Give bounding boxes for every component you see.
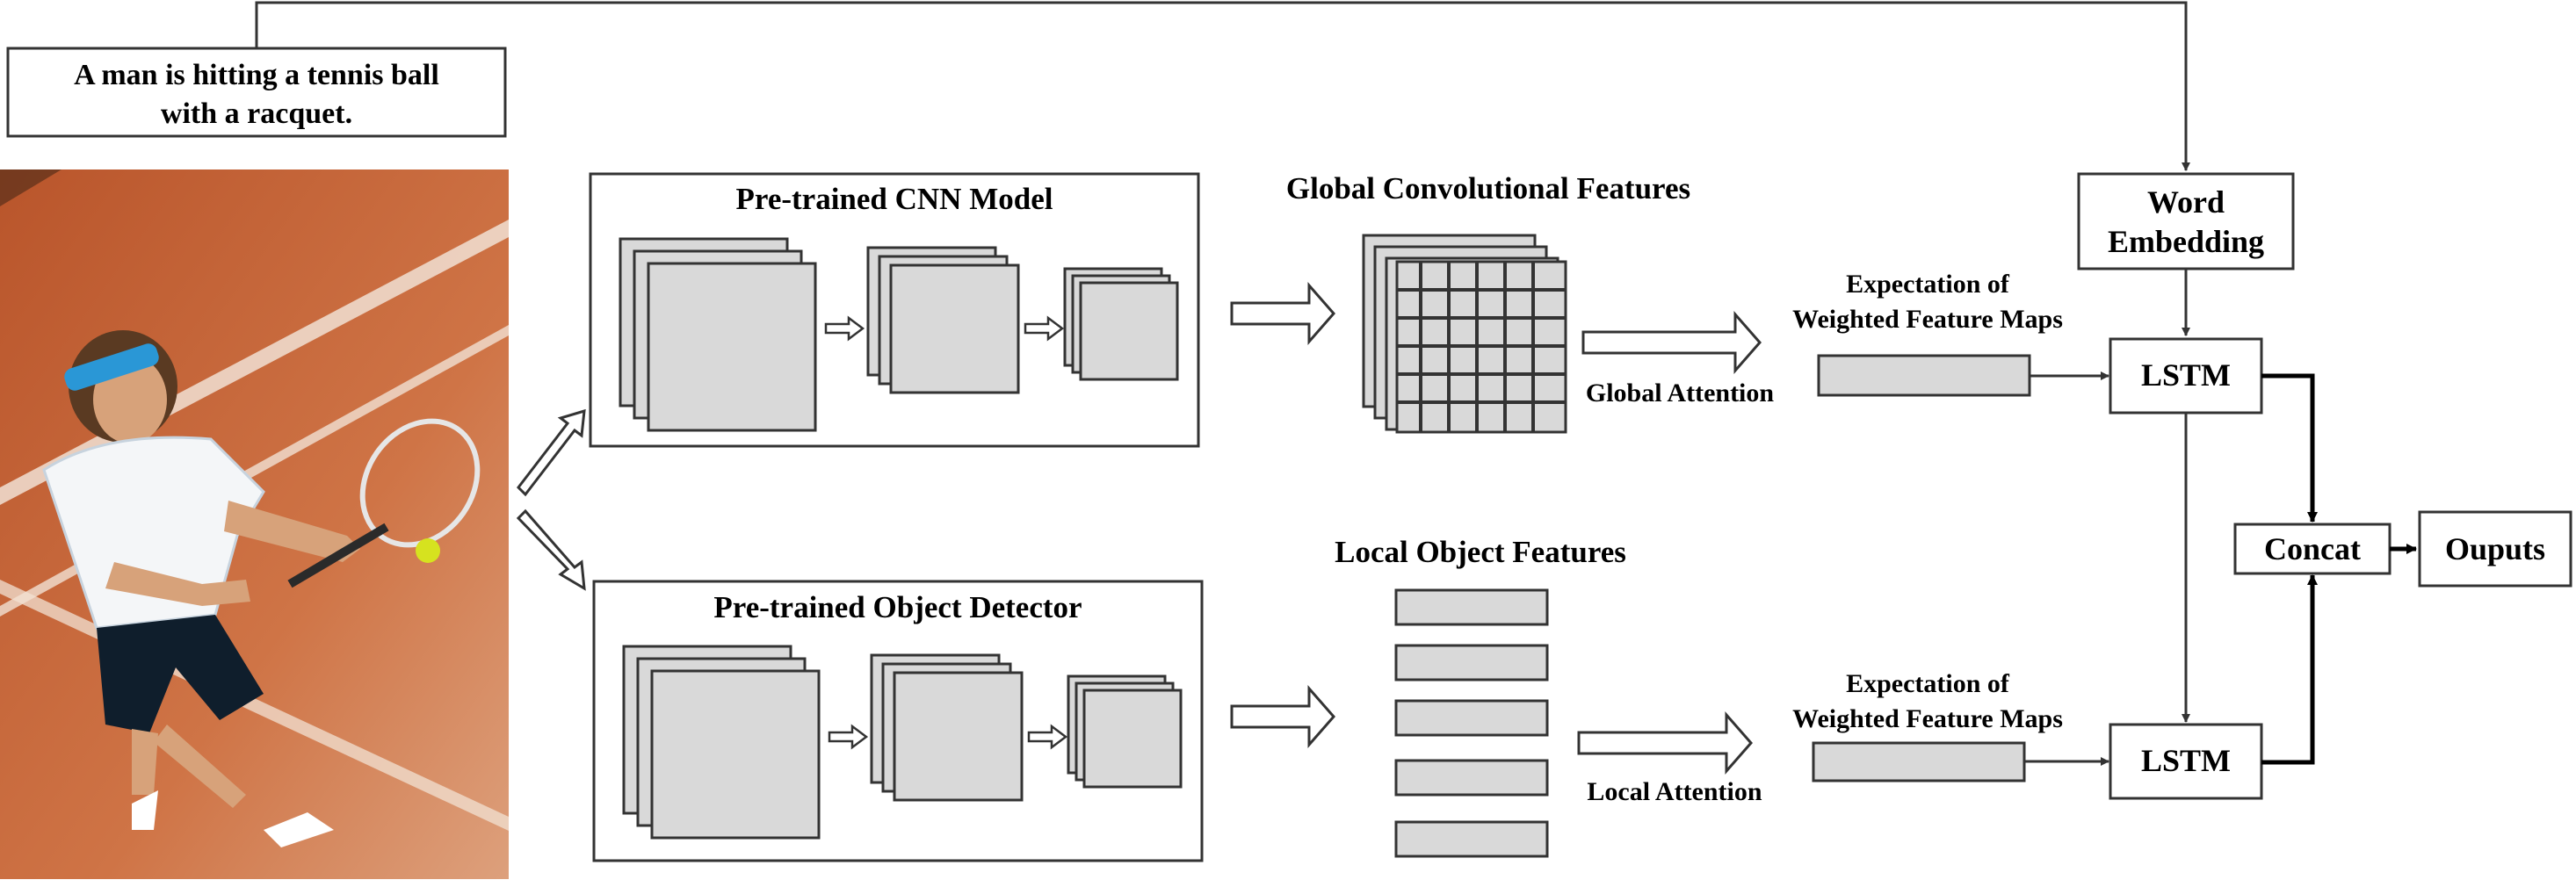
expectation-bottom-line-2: Weighted Feature Maps	[1792, 704, 2063, 733]
outputs-label: Ouputs	[2445, 531, 2545, 566]
local-feature-vectors	[1394, 588, 1549, 858]
lstm-top-to-concat-arrow	[2261, 373, 2318, 523]
local-feature-vector	[1394, 644, 1549, 681]
split-arrows	[516, 408, 586, 591]
word-embedding-box: Word Embedding	[2077, 172, 2295, 270]
local-feature-vector	[1394, 588, 1549, 626]
local-attention-label: Local Attention	[1587, 777, 1762, 806]
object-detector-box: Pre-trained Object Detector	[592, 580, 1204, 862]
local-features-title: Local Object Features	[1335, 535, 1626, 569]
global-feature-grid	[1362, 234, 1567, 434]
global-attention-label: Global Attention	[1586, 379, 1775, 407]
outputs-box: Ouputs	[2418, 510, 2572, 588]
local-feature-vector	[1394, 820, 1549, 858]
lstm-top-label: LSTM	[2141, 357, 2231, 393]
global-expectation-vector	[1817, 354, 2031, 397]
player-shorts	[97, 615, 264, 733]
word-embedding-line-1: Word	[2147, 184, 2225, 220]
caption-line-1: A man is hitting a tennis ball	[74, 59, 439, 91]
concat-label: Concat	[2264, 531, 2361, 566]
tennis-photo	[0, 169, 509, 879]
cnn-to-global-features-arrow	[1230, 282, 1335, 345]
detector-layer-stack-2	[870, 653, 1024, 802]
local-attention-arrow	[1577, 711, 1753, 775]
expectation-top-line-2: Weighted Feature Maps	[1792, 305, 2063, 334]
detector-layer-stack-3	[1067, 674, 1183, 789]
global-features-title: Global Convolutional Features	[1286, 171, 1690, 206]
expectation-top-line-1: Expectation of	[1846, 270, 2010, 299]
lstm-top-box: LSTM	[2109, 337, 2263, 415]
word-embedding-line-2: Embedding	[2108, 224, 2264, 259]
local-expectation-vector	[1812, 741, 2026, 782]
global-attention-arrow	[1581, 311, 1762, 374]
player-shirt	[42, 436, 265, 630]
cnn-layer-stack-1	[619, 237, 817, 432]
expectation-bottom-line-1: Expectation of	[1846, 669, 2010, 698]
detector-to-local-features-arrow	[1230, 685, 1335, 748]
local-feature-vector	[1394, 699, 1549, 737]
lstm-bottom-box: LSTM	[2109, 723, 2263, 800]
object-detector-title: Pre-trained Object Detector	[713, 590, 1082, 624]
caption-line-2: with a racquet.	[161, 97, 352, 130]
racquet	[359, 418, 481, 548]
caption-to-embedding-connector	[255, 1, 2190, 171]
caption-box: A man is hitting a tennis ball with a ra…	[6, 47, 507, 138]
cnn-model-box: Pre-trained CNN Model	[589, 172, 1200, 448]
local-feature-vector	[1394, 759, 1549, 797]
cnn-model-title: Pre-trained CNN Model	[736, 182, 1053, 216]
lstm-bottom-label: LSTM	[2141, 743, 2231, 778]
lstm-bottom-to-concat-arrow	[2261, 574, 2318, 765]
detector-layer-stack-1	[622, 645, 821, 840]
tennis-ball	[416, 538, 440, 563]
cnn-layer-stack-3	[1063, 267, 1179, 381]
cnn-layer-stack-2	[866, 246, 1020, 394]
concat-box: Concat	[2233, 523, 2391, 575]
